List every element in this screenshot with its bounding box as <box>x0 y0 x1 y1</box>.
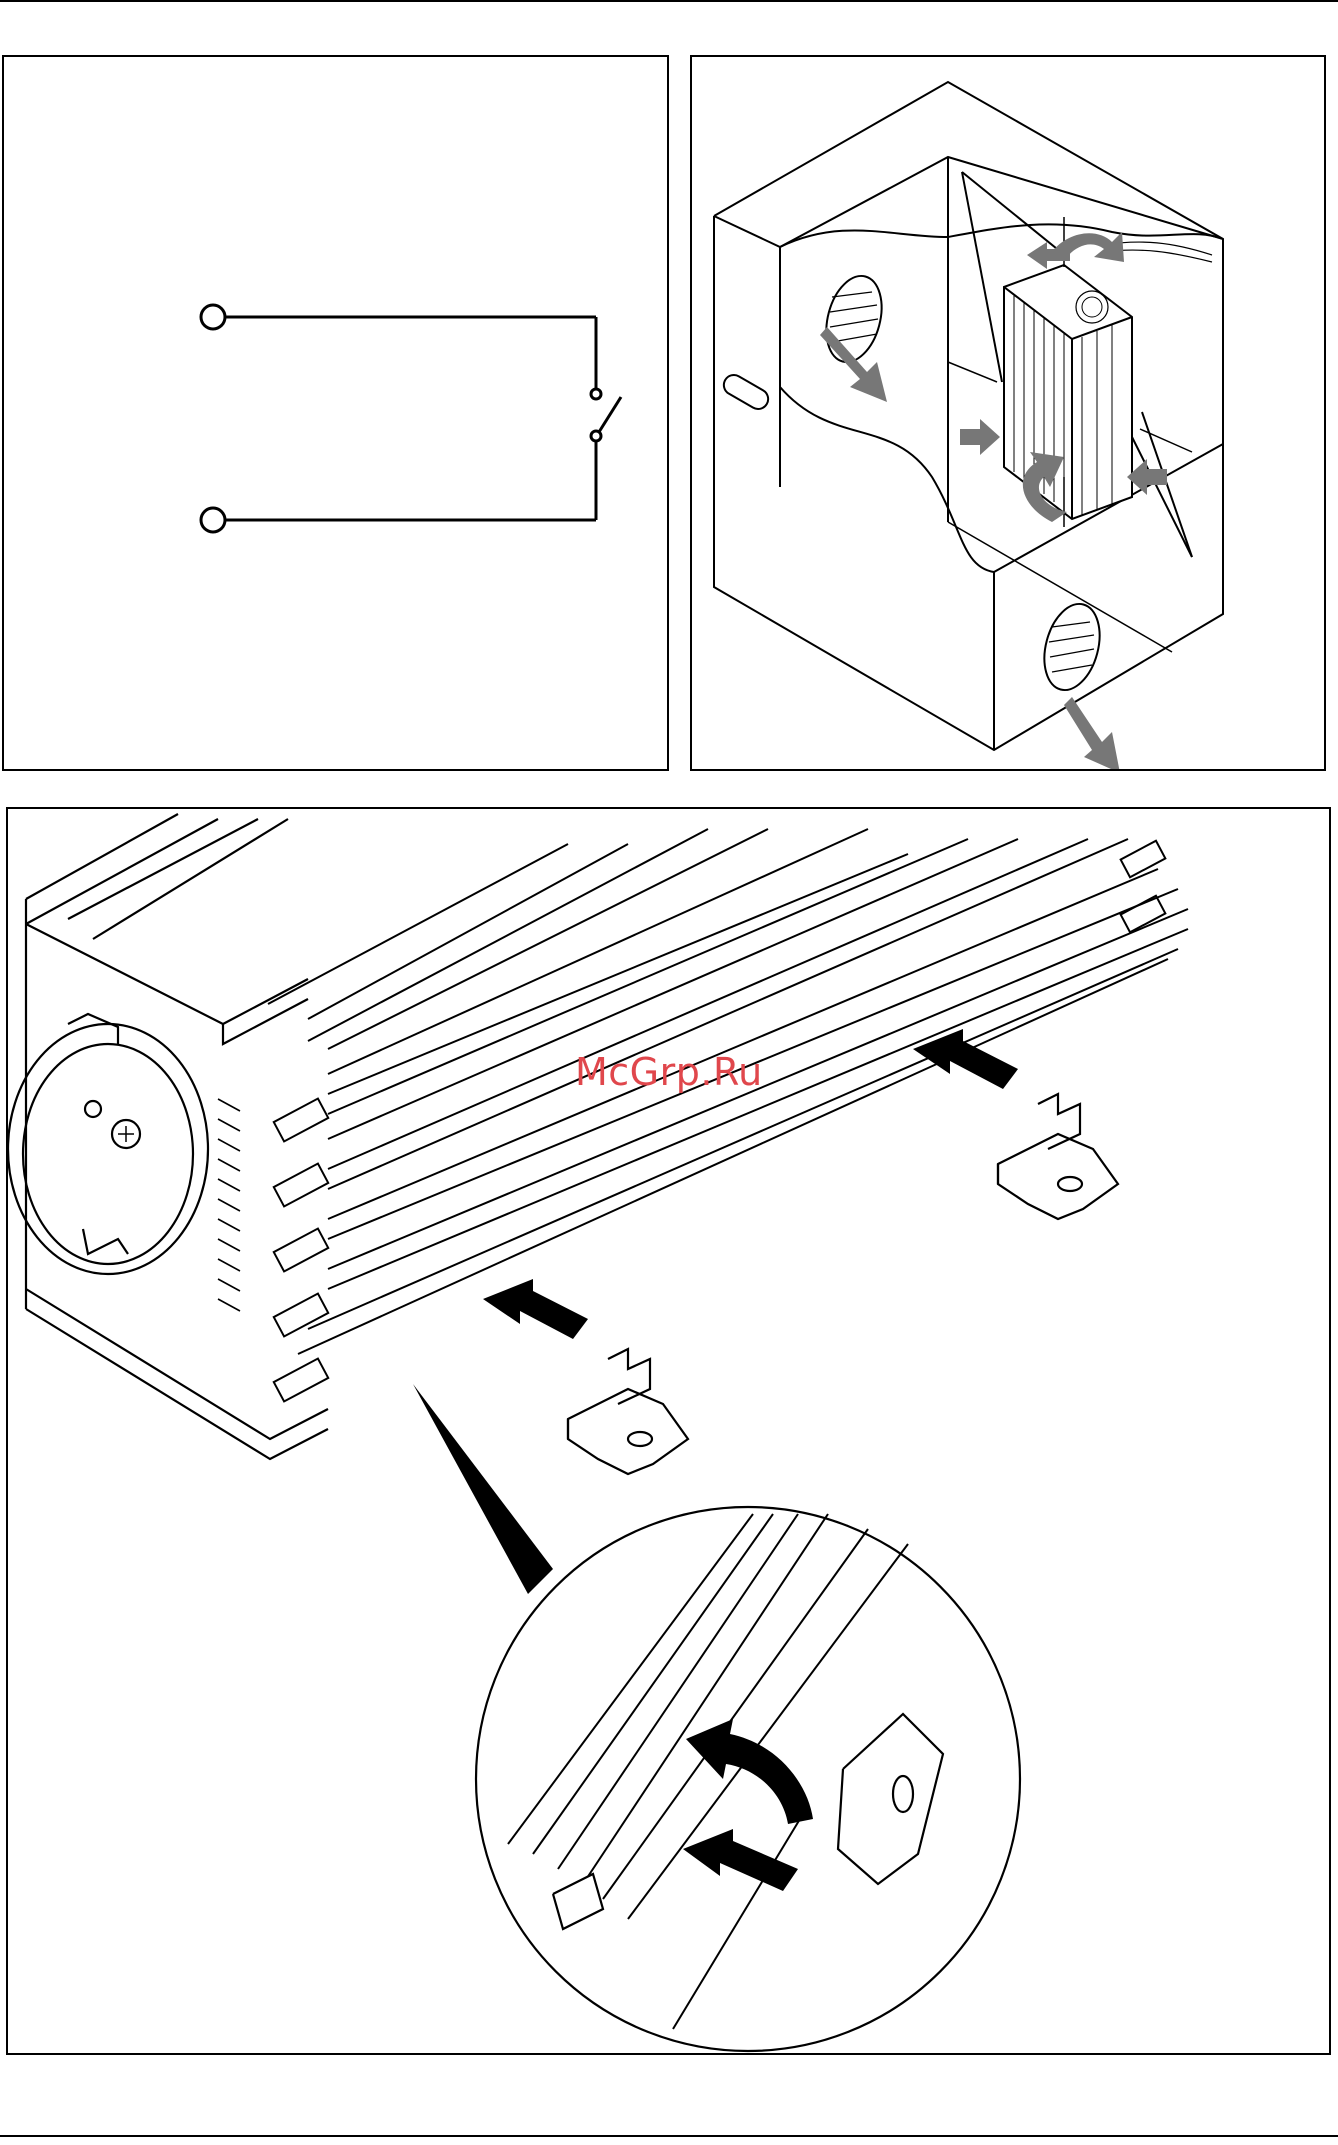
insert-arrow-left <box>483 1279 588 1339</box>
ventilation-cabinet-icon <box>692 57 1326 771</box>
cabinet-mounting-panel <box>690 55 1326 771</box>
top-rule <box>0 0 1338 2</box>
bracket-mounting-panel <box>6 807 1331 2055</box>
switch-lever <box>599 397 621 432</box>
switch-schematic-icon <box>4 57 669 771</box>
zoom-arrow-rotate <box>686 1719 813 1824</box>
zoom-pointer <box>413 1384 553 1594</box>
watermark: McGrp.Ru <box>575 1050 763 1094</box>
switch-diagram-panel <box>2 55 669 771</box>
terminal-bottom <box>201 508 225 532</box>
zoom-arrow-push <box>683 1829 798 1891</box>
bottom-rule <box>0 2135 1338 2137</box>
terminal-top <box>201 305 225 329</box>
inverter-bracket-assembly-icon <box>8 809 1331 2055</box>
